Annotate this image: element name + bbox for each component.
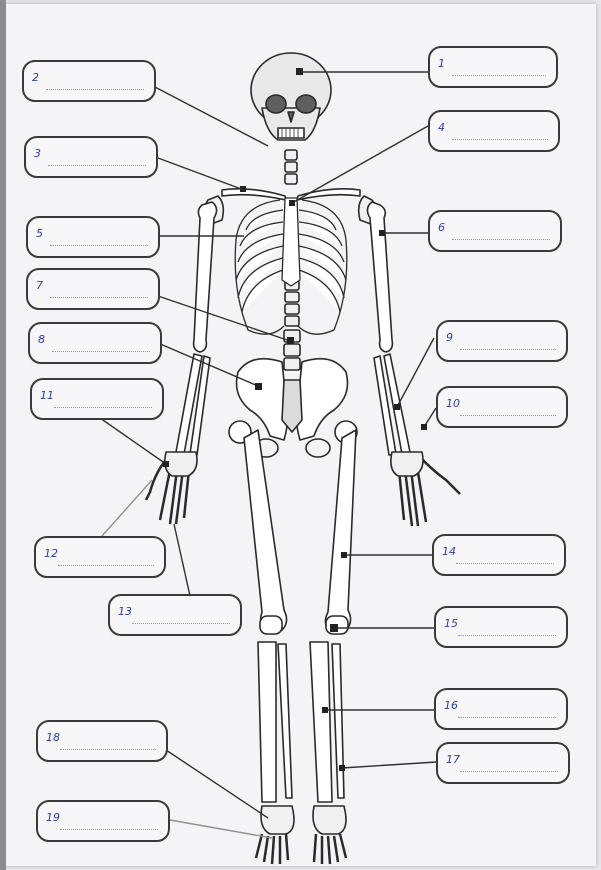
label-number: 13 xyxy=(118,605,132,618)
leader-line-17 xyxy=(342,762,436,768)
label-box-4[interactable]: 4 xyxy=(428,110,560,152)
label-number: 3 xyxy=(34,147,41,160)
label-box-12[interactable]: 12 xyxy=(34,536,166,578)
leg-right xyxy=(310,421,357,864)
label-number: 9 xyxy=(446,331,453,344)
answer-line xyxy=(58,565,154,566)
label-box-17[interactable]: 17 xyxy=(436,742,570,784)
label-number: 2 xyxy=(32,71,39,84)
label-box-14[interactable]: 14 xyxy=(432,534,566,576)
clavicle xyxy=(222,189,286,200)
label-box-16[interactable]: 16 xyxy=(434,688,568,730)
leader-line-12 xyxy=(102,480,152,536)
label-box-15[interactable]: 15 xyxy=(434,606,568,648)
label-box-19[interactable]: 19 xyxy=(36,800,170,842)
label-number: 10 xyxy=(446,397,460,410)
label-number: 16 xyxy=(444,699,458,712)
answer-line xyxy=(132,623,230,624)
answer-line xyxy=(460,415,556,416)
answer-line xyxy=(452,139,548,140)
label-number: 8 xyxy=(38,333,45,346)
answer-line xyxy=(458,717,556,718)
label-number: 7 xyxy=(36,279,43,292)
label-number: 17 xyxy=(446,753,460,766)
answer-line xyxy=(460,349,556,350)
label-number: 15 xyxy=(444,617,458,630)
leader-line-18 xyxy=(166,750,268,818)
label-number: 1 xyxy=(438,57,445,70)
answer-line xyxy=(50,245,148,246)
label-box-1[interactable]: 1 xyxy=(428,46,558,88)
answer-line xyxy=(60,749,156,750)
leader-line-7 xyxy=(158,296,290,341)
label-box-5[interactable]: 5 xyxy=(26,216,160,258)
answer-line xyxy=(48,165,146,166)
leg-left xyxy=(229,421,294,864)
label-number: 5 xyxy=(36,227,43,240)
answer-line xyxy=(458,635,556,636)
leader-line-13 xyxy=(174,524,190,596)
label-box-13[interactable]: 13 xyxy=(108,594,242,636)
label-box-11[interactable]: 11 xyxy=(30,378,164,420)
answer-line xyxy=(52,351,150,352)
label-box-8[interactable]: 8 xyxy=(28,322,162,364)
label-box-6[interactable]: 6 xyxy=(428,210,562,252)
answer-line xyxy=(456,563,554,564)
answer-line xyxy=(452,75,546,76)
answer-line xyxy=(452,239,550,240)
answer-line xyxy=(460,771,558,772)
label-number: 6 xyxy=(438,221,445,234)
label-number: 14 xyxy=(442,545,456,558)
leader-line-8 xyxy=(158,343,258,386)
answer-line xyxy=(46,89,144,90)
label-number: 4 xyxy=(438,121,445,134)
label-box-2[interactable]: 2 xyxy=(22,60,156,102)
leader-line-11 xyxy=(100,418,166,464)
answer-line xyxy=(54,407,152,408)
answer-line xyxy=(50,297,148,298)
leader-line-3 xyxy=(158,158,244,190)
leader-line-19 xyxy=(170,820,272,838)
label-number: 11 xyxy=(40,389,54,402)
label-box-18[interactable]: 18 xyxy=(36,720,168,762)
label-number: 19 xyxy=(46,811,60,824)
label-box-7[interactable]: 7 xyxy=(26,268,160,310)
label-number: 18 xyxy=(46,731,60,744)
label-box-10[interactable]: 10 xyxy=(436,386,568,428)
label-box-3[interactable]: 3 xyxy=(24,136,158,178)
answer-line xyxy=(60,829,158,830)
leader-line-9 xyxy=(397,338,434,407)
skull xyxy=(251,53,331,140)
label-number: 12 xyxy=(44,547,58,560)
label-box-9[interactable]: 9 xyxy=(436,320,568,362)
